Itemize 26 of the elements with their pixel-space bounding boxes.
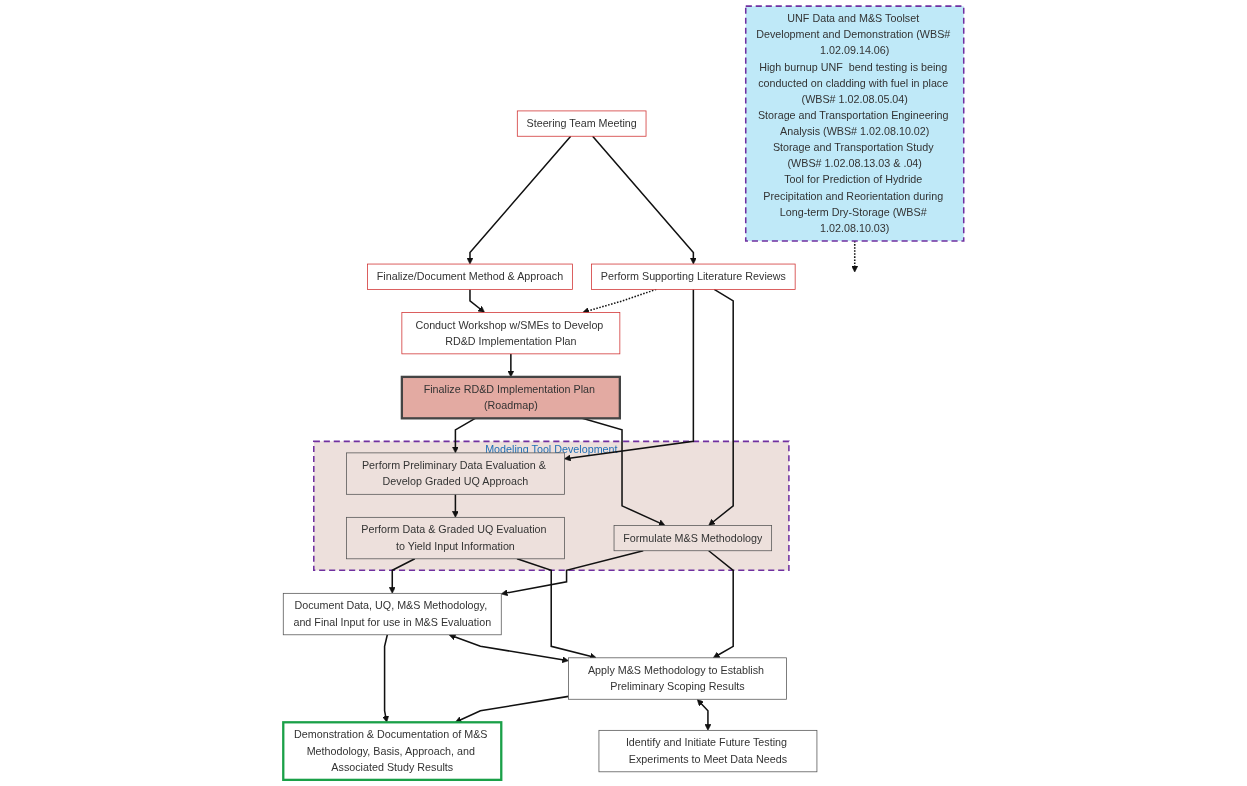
node-box: Formulate M&S Methodology [613,525,772,552]
arrow [707,549,734,659]
arrow [696,699,712,731]
node-box: Identify and Initiate Future Testing Experiments to Meet Data Needs [598,729,818,773]
arrow [454,695,570,723]
arrow [452,493,459,518]
arrow [448,633,569,664]
node-box: Demonstration & Documentation of M&S Methodology, Basis, Approach, and Associated Study Results [282,721,503,781]
arrow [382,634,389,723]
node-box: UNF Data and M&S Toolset Development and Demonstration (WBS# 1.02.09.14.06) High burnup UNF bend testing is being conducted on cladding with fuel in place (WBS# 1.02.08.05.04) Storage and Transportation Engineering Analysis (WBS# 1.02.08.10.02) Storage and Transportation Study (WBS# 1.02.08.13.03 & .04) Tool for Prediction of Hydride Precipitation and Reorientation during Long-term Dry-Storage (WBS# 1.02.08.10.03) [744,5,965,242]
node-box: Steering Team Meeting [516,110,647,137]
arrow [564,288,695,462]
node-box: Document Data, UQ, M&S Methodology, and Final Input for use in M&S Evaluation [282,592,502,636]
arrow [708,288,734,526]
node-box: Finalize/Document Method & Approach [367,263,573,290]
node-box: Perform Preliminary Data Evaluation & Develop Graded UQ Approach [346,452,565,495]
node-box: Perform Supporting Literature Reviews [591,263,796,290]
node-box: Apply M&S Methodology to Establish Preliminary Scoping Results [568,657,787,700]
arrow [469,288,485,313]
node-box: Conduct Workshop w/SMEs to Develop RD&D Implementation Plan [401,312,621,355]
arrow [591,135,697,265]
node-box: Finalize RD&D Implementation Plan (Roadmap) [400,375,621,420]
arrow [500,549,644,597]
arrow [466,135,572,265]
node-box: Perform Data & Graded UQ Evaluation to Yield Input Information [346,516,565,560]
arrow [388,558,416,594]
